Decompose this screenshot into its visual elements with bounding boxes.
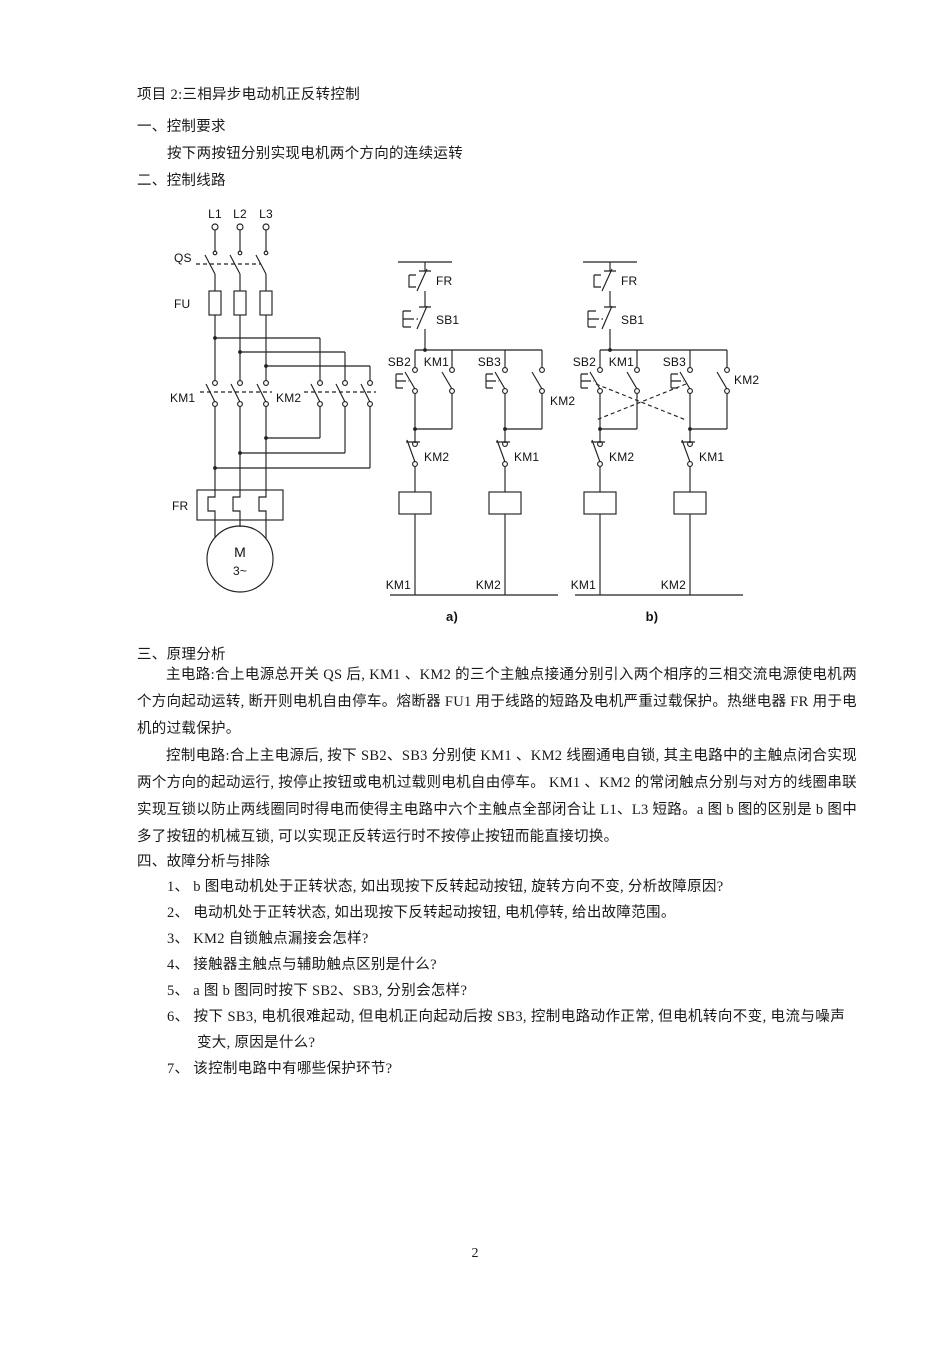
km2-aux-label-b: KM2 <box>734 373 759 387</box>
sb2-label-a: SB2 <box>388 355 411 369</box>
km1-nc-interlock-icon-a <box>496 439 510 467</box>
page-number: 2 <box>471 1246 479 1261</box>
sb3-label-a: SB3 <box>478 355 501 369</box>
phase-terminal-icons <box>211 223 270 231</box>
section2-heading: 二、控制线路 <box>137 173 226 189</box>
sb3-label-b: SB3 <box>663 355 686 369</box>
km2-main-label: KM2 <box>276 391 301 405</box>
km1-aux-label-a: KM1 <box>424 355 449 369</box>
sb3-start-button-icon-b <box>670 350 693 595</box>
sb2-start-button-icon-b <box>580 350 603 595</box>
km1-coil-label-b: KM1 <box>571 578 596 592</box>
km2-nc-interlock-icon-a <box>406 439 420 467</box>
km2-coil-label-b: KM2 <box>661 578 686 592</box>
motor-m-label: M <box>234 544 246 560</box>
km2-coil-icon-b <box>673 491 707 515</box>
sb1-label-a: SB1 <box>436 313 459 327</box>
km1-main-label: KM1 <box>170 391 195 405</box>
caption-a: a) <box>446 609 458 624</box>
mechanical-interlock-icon <box>595 383 687 421</box>
question-item-3: 3、 KM2 自锁触点漏接会怎样? <box>167 931 369 947</box>
qs-disconnect-switch-icon <box>196 230 269 291</box>
km2-nc-label-b: KM2 <box>609 450 634 464</box>
motor-icon <box>206 520 274 593</box>
fr-thermal-relay-icon <box>196 489 284 521</box>
fr-contact-icon-b <box>593 268 616 292</box>
fr-label-a: FR <box>436 274 453 288</box>
question-item-6: 6、 按下 SB3, 电机很难起动, 但电机正向起动后按 SB3, 控制电路动作… <box>167 1009 845 1051</box>
fuse-bank-icon <box>208 290 273 381</box>
fr-main-label: FR <box>172 499 189 513</box>
fr-contact-icon-a <box>408 268 431 292</box>
sb2-start-button-icon-a <box>395 350 418 595</box>
fu-label: FU <box>174 297 190 311</box>
sb3-start-button-icon-a <box>485 350 508 595</box>
question-item-1: 1、 b 图电动机处于正转状态, 如出现按下反转起动按钮, 旋转方向不变, 分析… <box>167 879 724 895</box>
motor-control-circuit-diagram: L1 L2 L3 QS FU <box>170 207 759 624</box>
km1-aux-label-b: KM1 <box>609 355 634 369</box>
km2-aux-contact-icon-b <box>688 350 730 431</box>
km1-aux-contact-icon-b <box>598 350 640 431</box>
sb2-label-b: SB2 <box>573 355 596 369</box>
km1-coil-icon-a <box>398 491 432 515</box>
km1-nc-label-b: KM1 <box>699 450 724 464</box>
km2-aux-label-a: KM2 <box>550 394 575 408</box>
main-power-circuit: L1 L2 L3 QS FU <box>170 207 376 593</box>
km1-coil-label-a: KM1 <box>386 578 411 592</box>
section3-heading: 三、原理分析 <box>137 647 226 663</box>
sb1-stop-button-icon-a <box>402 305 431 330</box>
phase-l3-label: L3 <box>259 207 273 221</box>
km2-main-contacts-icon <box>304 380 376 407</box>
km2-coil-label-a: KM2 <box>476 578 501 592</box>
caption-b: b) <box>646 609 659 624</box>
km1-coil-icon-b <box>583 491 617 515</box>
km1-nc-label-a: KM1 <box>514 450 539 464</box>
motor-phase-label: 3~ <box>233 564 247 578</box>
km2-coil-icon-a <box>488 491 522 515</box>
question-item-5: 5、 a 图 b 图同时按下 SB2、SB3, 分别会怎样? <box>167 983 468 999</box>
principle-paragraph-main: 主电路:合上电源总开关 QS 后, KM1 、KM2 的三个主触点接通分别引入两… <box>137 667 857 737</box>
km2-nc-label-a: KM2 <box>424 450 449 464</box>
km1-nc-interlock-icon-b <box>681 439 695 467</box>
control-circuit-a: FR SB1 SB2 KM1 <box>386 261 575 624</box>
qs-label: QS <box>174 251 192 265</box>
section4-heading: 四、故障分析与排除 <box>137 854 271 870</box>
sb1-label-b: SB1 <box>621 313 644 327</box>
fr-label-b: FR <box>621 274 638 288</box>
section1-body: 按下两按钮分别实现电机两个方向的连续运转 <box>167 146 463 162</box>
principle-paragraph-control: 控制电路:合上主电源后, 按下 SB2、SB3 分别使 KM1 、KM2 线圈通… <box>137 748 857 845</box>
km2-nc-interlock-icon-b <box>591 439 605 467</box>
phase-l2-label: L2 <box>233 207 247 221</box>
phase-l1-label: L1 <box>208 207 222 221</box>
control-circuit-b: FR SB1 SB2 KM1 <box>571 261 759 624</box>
km2-aux-contact-icon-a <box>503 350 545 431</box>
question-item-7: 7、 该控制电路中有哪些保护环节? <box>167 1061 393 1077</box>
km2-feed-taps <box>213 336 371 381</box>
section1-heading: 一、控制要求 <box>137 119 226 135</box>
km1-main-contacts-icon <box>200 380 272 407</box>
sb1-stop-button-icon-b <box>587 305 616 330</box>
km1-aux-contact-icon-a <box>413 350 455 431</box>
question-item-4: 4、 接触器主触点与辅助触点区别是什么? <box>167 957 437 973</box>
question-item-2: 2、 电动机处于正转状态, 如出现按下反转起动按钮, 电机停转, 给出故障范围。 <box>167 905 676 921</box>
fault-question-list: 1、 b 图电动机处于正转状态, 如出现按下反转起动按钮, 旋转方向不变, 分析… <box>137 874 845 1082</box>
phase-reversing-crossover-wiring <box>213 406 371 490</box>
doc-title: 项目 2:三相异步电动机正反转控制 <box>137 87 361 103</box>
